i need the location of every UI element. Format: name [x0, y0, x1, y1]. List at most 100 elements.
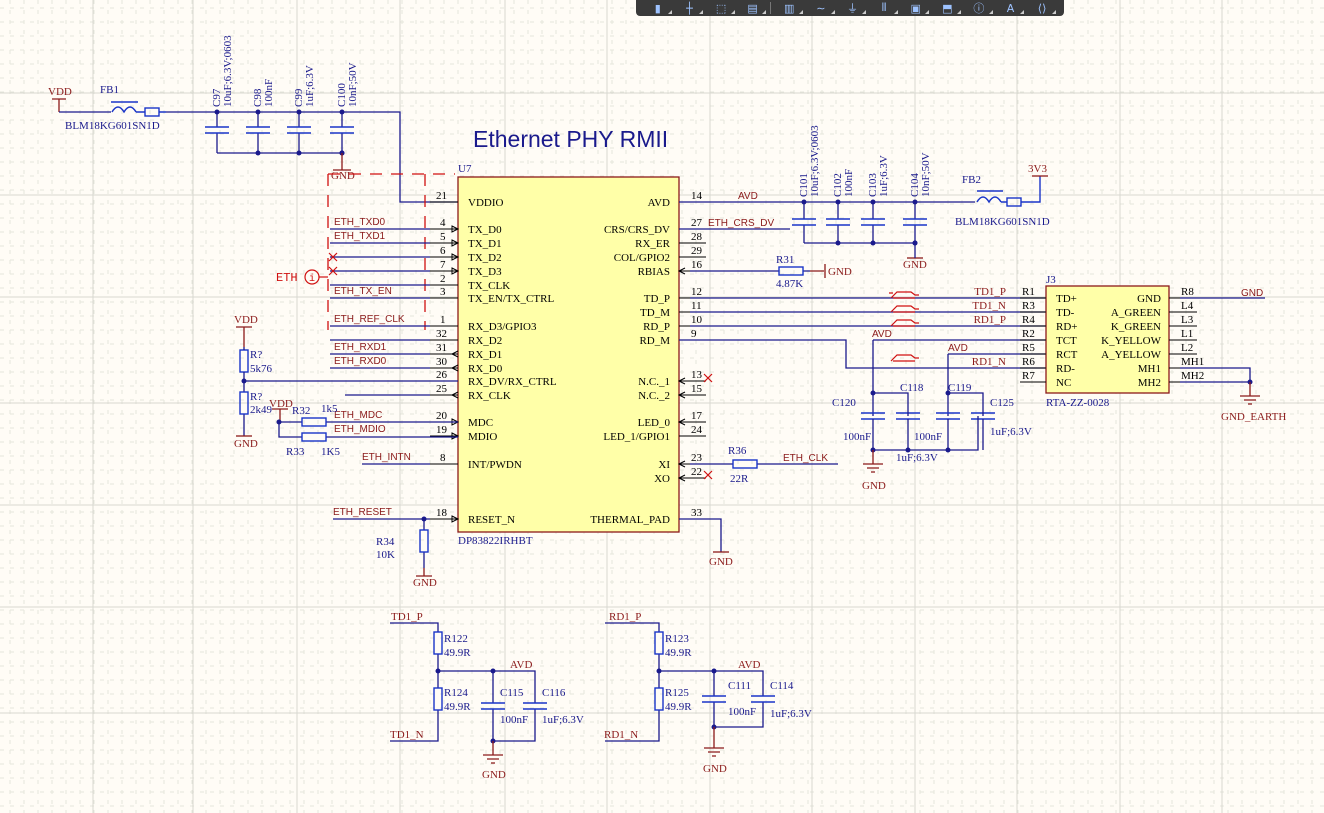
resistor-r34[interactable]: [419, 529, 429, 553]
j3-pin-l3[interactable]: L3K_GREEN: [1111, 314, 1197, 333]
pin-number: L2: [1181, 342, 1193, 354]
j3-pin-l4[interactable]: L4A_GREEN: [1111, 300, 1197, 319]
pin-name: GND: [1137, 293, 1161, 305]
u7-pin-2[interactable]: 2TX_CLK: [430, 273, 510, 292]
u7-pin-15[interactable]: 15N.C._2: [638, 383, 706, 402]
pin-number: 22: [691, 466, 702, 478]
u7-pin-6[interactable]: 6TX_D2: [430, 245, 502, 264]
c116-value: 1uF;6.3V: [542, 714, 584, 726]
no-erc-button[interactable]: ⓘ: [963, 1, 995, 15]
u7-pin-5[interactable]: 5TX_D1: [430, 231, 502, 250]
resistor-r122[interactable]: [433, 631, 443, 655]
r-bot-ref: R?: [250, 391, 262, 403]
capacitor-c102[interactable]: [826, 202, 850, 243]
j3-pin-l2[interactable]: L2A_YELLOW: [1101, 342, 1197, 361]
net-button[interactable]: ∼: [805, 1, 837, 15]
part-button[interactable]: ▥: [773, 1, 805, 15]
pointer-button[interactable]: ▮: [642, 1, 674, 15]
pin-name: RESET_N: [468, 514, 515, 526]
pin-name: RX_D3/GPIO3: [468, 321, 537, 333]
c114-value: 1uF;6.3V: [770, 708, 812, 720]
u7-pin-1[interactable]: 1RX_D3/GPIO3: [430, 314, 537, 333]
wire-button[interactable]: ┼: [674, 1, 706, 15]
j3-part: RTA-ZZ-0028: [1046, 397, 1110, 409]
pin-name: XI: [658, 459, 670, 471]
ferrite-fb2[interactable]: [976, 176, 1041, 207]
select-button[interactable]: ⬚: [705, 1, 737, 15]
cap-value: 10nF;50V: [347, 62, 359, 107]
pin-name: RD_M: [639, 335, 670, 347]
j3-pin-l1[interactable]: L1K_YELLOW: [1101, 328, 1197, 347]
capacitor-c101[interactable]: [792, 202, 816, 243]
ferrite-fb1[interactable]: [111, 101, 166, 117]
capacitor-c97[interactable]: [205, 112, 229, 153]
resistor-r33[interactable]: [301, 432, 327, 442]
resistor-r36[interactable]: [732, 459, 758, 469]
caps-c111-c114[interactable]: [702, 695, 775, 703]
vdd-power-port[interactable]: [52, 98, 66, 112]
resistor-r32[interactable]: [301, 417, 327, 427]
port-button[interactable]: ⬒: [931, 1, 963, 15]
capacitor-c99[interactable]: [287, 112, 311, 153]
pin-name: TX_D0: [468, 224, 502, 236]
r124-ref: R124: [444, 687, 468, 699]
resistor-r125[interactable]: [654, 687, 664, 711]
pin-number: 4: [440, 217, 446, 229]
capacitor-c100[interactable]: [330, 112, 354, 153]
resistor-r123[interactable]: [654, 631, 664, 655]
capacitor-c103[interactable]: [861, 202, 885, 243]
pin-number: R4: [1022, 314, 1035, 326]
j3-connector-body[interactable]: [1045, 285, 1170, 394]
bus-button[interactable]: ⫴: [868, 1, 900, 15]
u7-pin-3[interactable]: 3TX_EN/TX_CTRL: [430, 286, 554, 305]
resistor-r124[interactable]: [433, 687, 443, 711]
u7-chip-body[interactable]: [457, 176, 680, 533]
net-label-eth-rxd0: ETH_RXD0: [334, 356, 387, 367]
eth-port[interactable]: ETH i: [276, 252, 338, 285]
directive-button[interactable]: ⟨⟩: [1026, 1, 1058, 15]
pin-name: LED_1/GPIO1: [603, 431, 670, 443]
text-button[interactable]: A: [995, 1, 1027, 15]
sheet-symbol-button[interactable]: ▣: [900, 1, 932, 15]
capacitor-c98[interactable]: [246, 112, 270, 153]
pin-name: CRS/CRS_DV: [604, 224, 670, 236]
align-button[interactable]: ▤: [737, 1, 769, 15]
resistor-r-top[interactable]: [239, 349, 249, 373]
u7-pin-4[interactable]: 4TX_D0: [430, 217, 502, 236]
resistor-r31[interactable]: [778, 266, 804, 276]
gnd-power-button[interactable]: ⏚: [837, 1, 869, 15]
u7-pin-7[interactable]: 7TX_D3: [430, 259, 502, 278]
net-icon: ∼: [816, 1, 826, 15]
vdd-label-3: VDD: [269, 398, 293, 410]
capacitor-c104[interactable]: [903, 202, 927, 243]
caps-c115-c116[interactable]: [481, 702, 547, 710]
pin-name: XO: [654, 473, 670, 485]
u7-pin-13[interactable]: 13N.C._1: [638, 369, 706, 388]
pin-number: 27: [691, 217, 703, 229]
resistor-r-bot[interactable]: [239, 391, 249, 415]
pin-number: MH2: [1181, 370, 1204, 382]
